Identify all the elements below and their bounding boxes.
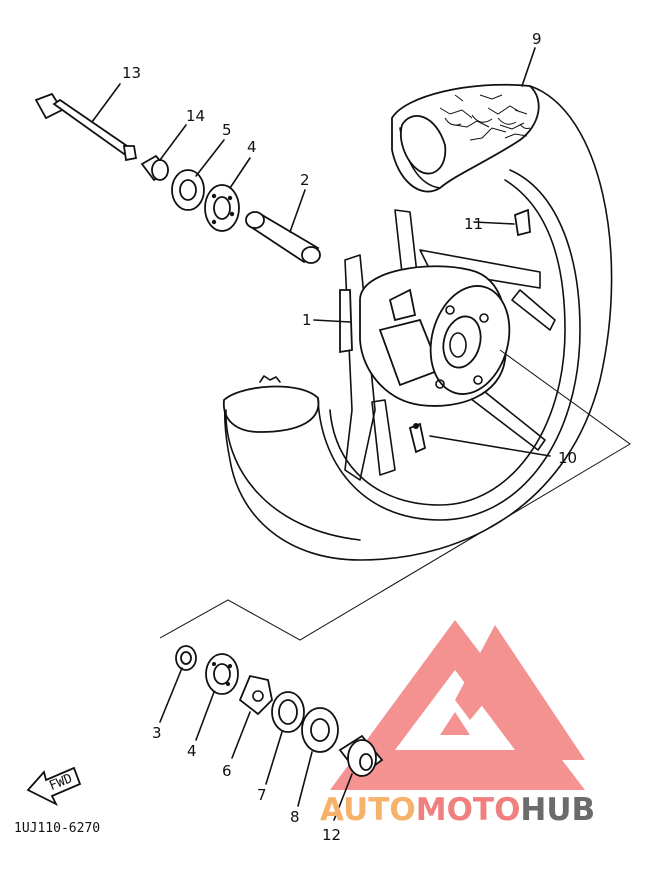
callout-11: 11 bbox=[464, 215, 483, 233]
spacer-part-14 bbox=[140, 154, 170, 182]
bearing-part-4-top bbox=[204, 184, 240, 232]
seal-part-8 bbox=[301, 707, 339, 753]
lower-parts bbox=[26, 349, 631, 807]
callout-2: 2 bbox=[300, 171, 310, 189]
tire bbox=[223, 83, 613, 561]
wheel-hub bbox=[339, 208, 556, 481]
bearing-part-4-bottom bbox=[205, 653, 239, 695]
fwd-arrow bbox=[26, 766, 82, 807]
callout-numbers: 13 14 5 4 2 9 11 1 10 3 4 6 7 8 12 bbox=[122, 30, 577, 844]
callout-8: 8 bbox=[290, 808, 300, 826]
watermark-logo bbox=[330, 620, 585, 790]
watermark-moto: MOTO bbox=[416, 792, 521, 828]
leader-lines bbox=[91, 47, 551, 821]
axle-assembly bbox=[34, 92, 321, 264]
diagram-code: 1UJ110-6270 bbox=[14, 821, 100, 836]
callout-7: 7 bbox=[257, 786, 267, 804]
callout-6: 6 bbox=[222, 762, 232, 780]
callout-9: 9 bbox=[532, 30, 542, 48]
spacer-tube-part-2 bbox=[245, 211, 321, 264]
callout-1: 1 bbox=[302, 311, 312, 329]
callout-13: 13 bbox=[122, 64, 141, 82]
callout-3: 3 bbox=[152, 724, 162, 742]
seal-part-3 bbox=[175, 645, 197, 671]
svg-text:AUTOMOTOHUB: AUTOMOTOHUB bbox=[320, 792, 595, 828]
seal-part-5 bbox=[171, 169, 205, 211]
watermark-auto: AUTO bbox=[320, 792, 416, 828]
callout-4-top: 4 bbox=[247, 138, 257, 156]
watermark-hub: HUB bbox=[520, 792, 595, 828]
callout-4-bottom: 4 bbox=[187, 742, 197, 760]
collar-part-12 bbox=[338, 734, 384, 778]
callout-10: 10 bbox=[558, 449, 577, 467]
gear-part-7 bbox=[271, 691, 305, 733]
axle-part-13 bbox=[34, 92, 138, 162]
callout-14: 14 bbox=[186, 107, 205, 125]
callout-5: 5 bbox=[222, 121, 232, 139]
callout-12: 12 bbox=[322, 826, 341, 844]
watermark-text: AUTOMOTOHUB bbox=[320, 792, 595, 828]
retainer-part-6 bbox=[238, 674, 273, 716]
